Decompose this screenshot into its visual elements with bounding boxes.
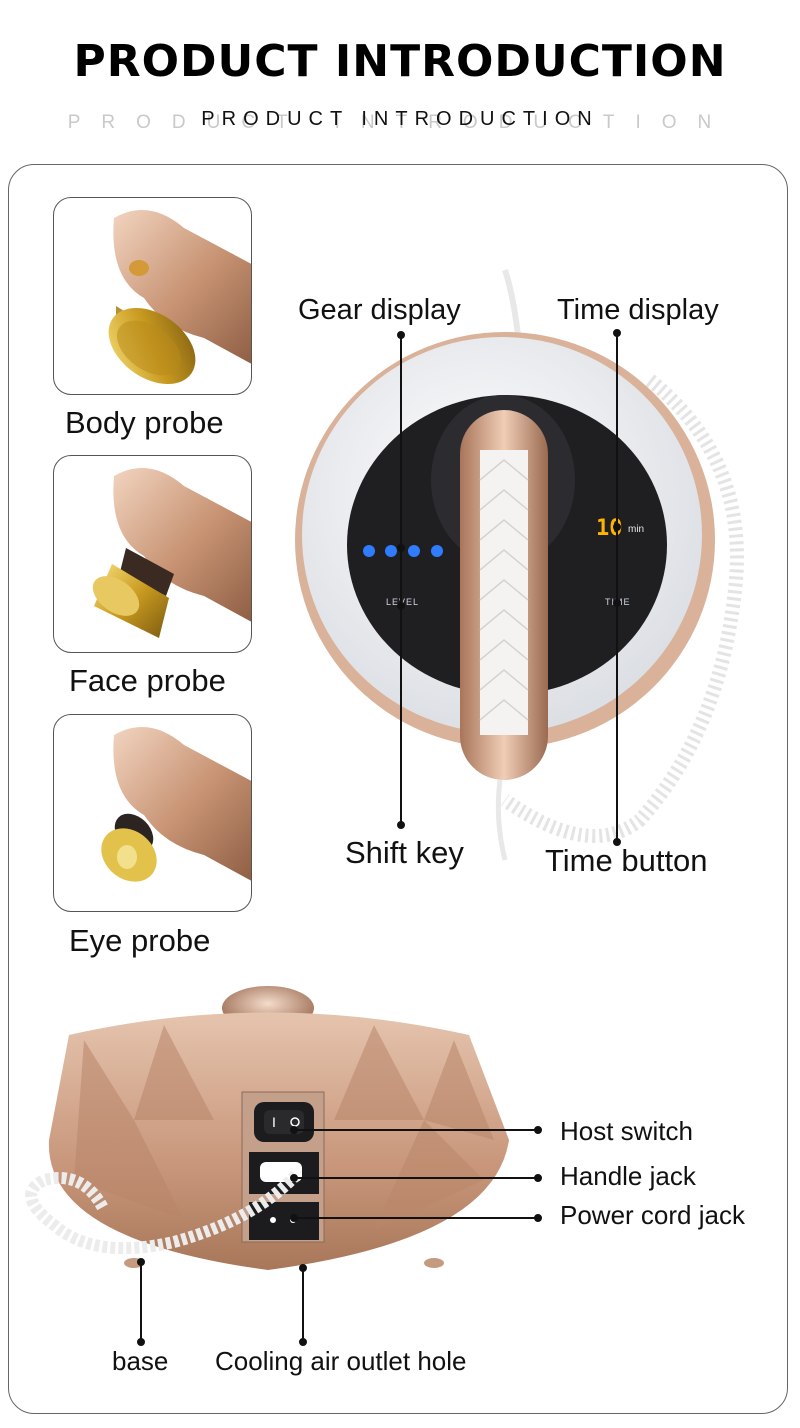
face-probe-label: Face probe xyxy=(69,663,226,698)
host-switch-label: Host switch xyxy=(560,1116,693,1146)
eye-probe-icon xyxy=(101,727,251,882)
eye-probe-image xyxy=(53,714,252,912)
page-title: PRODUCT INTRODUCTION xyxy=(73,36,727,87)
timer-unit: min xyxy=(628,524,645,535)
body-probe-icon xyxy=(108,210,251,385)
time-display-label: Time display xyxy=(557,294,719,326)
gear-leds-icon xyxy=(363,545,443,557)
handle-jack-label: Handle jack xyxy=(560,1161,696,1191)
power-cord-jack-label: Power cord jack xyxy=(560,1200,745,1230)
svg-text:I: I xyxy=(272,1114,276,1130)
level-button-label: LEVEL xyxy=(386,597,420,607)
cooling-air-outlet-label: Cooling air outlet hole xyxy=(215,1346,467,1376)
page-subtitle: PRODUCT INTRODUCTION xyxy=(201,108,599,130)
body-probe-label: Body probe xyxy=(65,405,224,440)
base-label: base xyxy=(112,1346,169,1376)
gear-level-leds xyxy=(361,543,451,563)
face-probe-image xyxy=(53,455,252,653)
time-button-label: Time button xyxy=(545,843,708,878)
gear-display-label: Gear display xyxy=(298,294,461,326)
body-probe-image xyxy=(53,197,252,395)
face-probe-icon xyxy=(92,468,251,638)
subtitle-watermark: PRODUCT INTRODUCTION xyxy=(67,112,733,133)
shift-key-label: Shift key xyxy=(345,835,464,870)
base-unit-illustration: I xyxy=(25,986,509,1270)
eye-probe-label: Eye probe xyxy=(69,923,211,958)
